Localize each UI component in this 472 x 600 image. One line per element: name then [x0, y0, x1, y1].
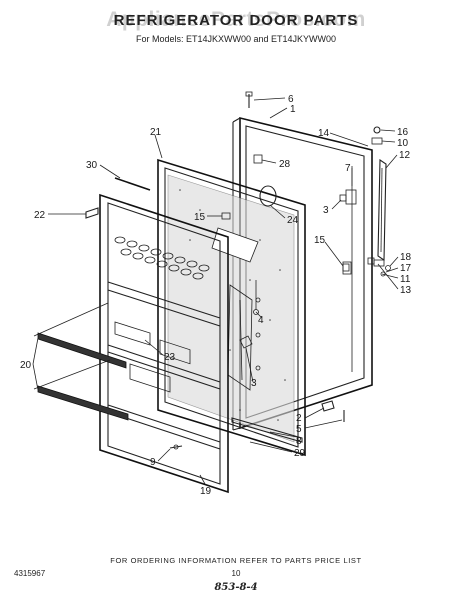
leader-lines: [32, 97, 399, 485]
callout-13: 13: [400, 285, 412, 296]
callout-19: 19: [200, 486, 212, 497]
door-shelf-bars-drawing: [33, 302, 129, 421]
door-liner-drawing: [157, 158, 306, 457]
callout-6: 6: [288, 94, 294, 105]
inner-door-panel-drawing: [99, 193, 229, 494]
document-number: 4315967: [14, 569, 46, 578]
callout-5: 5: [296, 424, 302, 435]
callout-24: 24: [287, 215, 299, 226]
hinge-parts-drawing: [367, 126, 391, 277]
small-parts-drawing: [85, 91, 350, 450]
callout-labels: 6 1 21 28 14 16 10 12 7 30 3 22 15 24 15…: [20, 94, 412, 497]
callout-14: 14: [318, 128, 330, 139]
callout-15-inner: 15: [194, 212, 206, 223]
callout-2: 2: [296, 413, 302, 424]
callout-22: 22: [34, 210, 46, 221]
callout-23: 23: [164, 352, 176, 363]
callout-17: 17: [400, 263, 412, 274]
callout-28: 28: [279, 159, 291, 170]
callout-15-outer: 15: [314, 235, 326, 246]
callout-16: 16: [397, 127, 409, 138]
callout-1: 1: [290, 104, 296, 115]
handwritten-code: 853-8-4: [214, 582, 258, 593]
callout-4: 4: [258, 315, 264, 326]
callout-30: 30: [86, 160, 98, 171]
page-number: 10: [231, 569, 241, 578]
callout-3-inner: 3: [251, 378, 257, 389]
callout-12: 12: [399, 150, 411, 161]
callout-9: 9: [150, 457, 156, 468]
callout-29: 29: [294, 448, 306, 459]
page-title: REFRIGERATOR DOOR PARTS: [113, 12, 359, 29]
callout-20: 20: [20, 360, 32, 371]
callout-7: 7: [345, 163, 351, 174]
callout-21: 21: [150, 127, 162, 138]
callout-18: 18: [400, 252, 412, 263]
ordering-note: FOR ORDERING INFORMATION REFER TO PARTS …: [110, 556, 362, 565]
callout-8: 8: [296, 436, 302, 447]
callout-10: 10: [397, 138, 409, 149]
callout-11: 11: [400, 274, 411, 285]
watermark: AppliancePartsPros.com: [106, 8, 366, 31]
callout-3-top: 3: [323, 205, 329, 216]
model-subtitle: For Models: ET14JKXWW00 and ET14JKYWW00: [135, 34, 337, 44]
